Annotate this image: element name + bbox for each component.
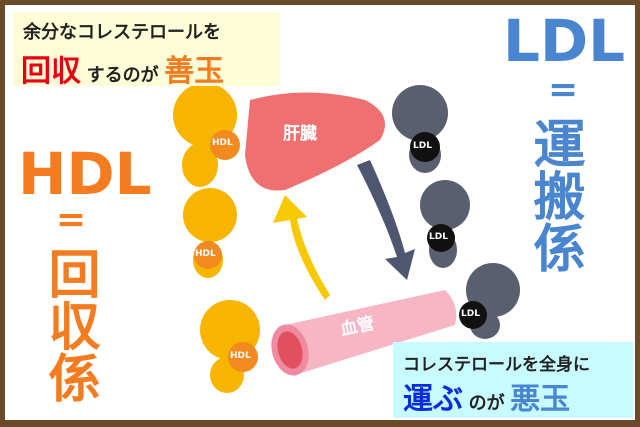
ldl-ball-label: LDL <box>413 141 432 151</box>
hdl-equals: = <box>55 200 87 242</box>
liver-label: 肝臓 <box>283 124 317 144</box>
infographic: HDL HDL HDL LDL LDL LDL 肝臓 血管 余分なコレステロール… <box>5 5 635 420</box>
ldl-ball-label: LDL <box>461 309 480 319</box>
ldl-characters <box>392 85 520 339</box>
ldl-description-box: コレステロールを全身に 運ぶ のが 悪玉 <box>393 342 633 418</box>
gray-arrow <box>357 160 415 280</box>
ldl-equals: = <box>547 70 579 112</box>
blood-vessel <box>271 290 457 376</box>
description-line1: コレステロールを全身に <box>403 355 590 375</box>
liver <box>245 92 385 191</box>
ldl-title: LDL <box>503 7 626 75</box>
yellow-arrow <box>273 195 330 300</box>
connector-text: のが <box>468 393 505 414</box>
ldl-ball-label: LDL <box>429 232 448 242</box>
hdl-characters <box>173 83 260 393</box>
description-line2: 運ぶ のが 悪玉 <box>403 374 570 418</box>
hdl-ball-label: HDL <box>212 138 233 148</box>
hdl-ball-label: HDL <box>195 249 216 259</box>
description-line2: 回収 するのが 善玉 <box>21 46 224 90</box>
good-cholesterol-text: 善玉 <box>164 54 225 89</box>
hdl-title: HDL <box>18 140 152 208</box>
collect-text: 回収 <box>21 54 81 89</box>
hdl-description-box: 余分なコレステロールを 回収 するのが 善玉 <box>13 12 280 89</box>
connector-text: するのが <box>86 65 159 86</box>
ldl-role: 運搬係 <box>524 117 584 273</box>
bad-cholesterol-text: 悪玉 <box>510 382 571 417</box>
hdl-ball-label: HDL <box>230 351 251 361</box>
description-line1: 余分なコレステロールを <box>23 22 221 43</box>
carry-text: 運ぶ <box>403 382 463 417</box>
hdl-role: 回収係 <box>39 247 99 403</box>
illustration <box>173 83 520 393</box>
